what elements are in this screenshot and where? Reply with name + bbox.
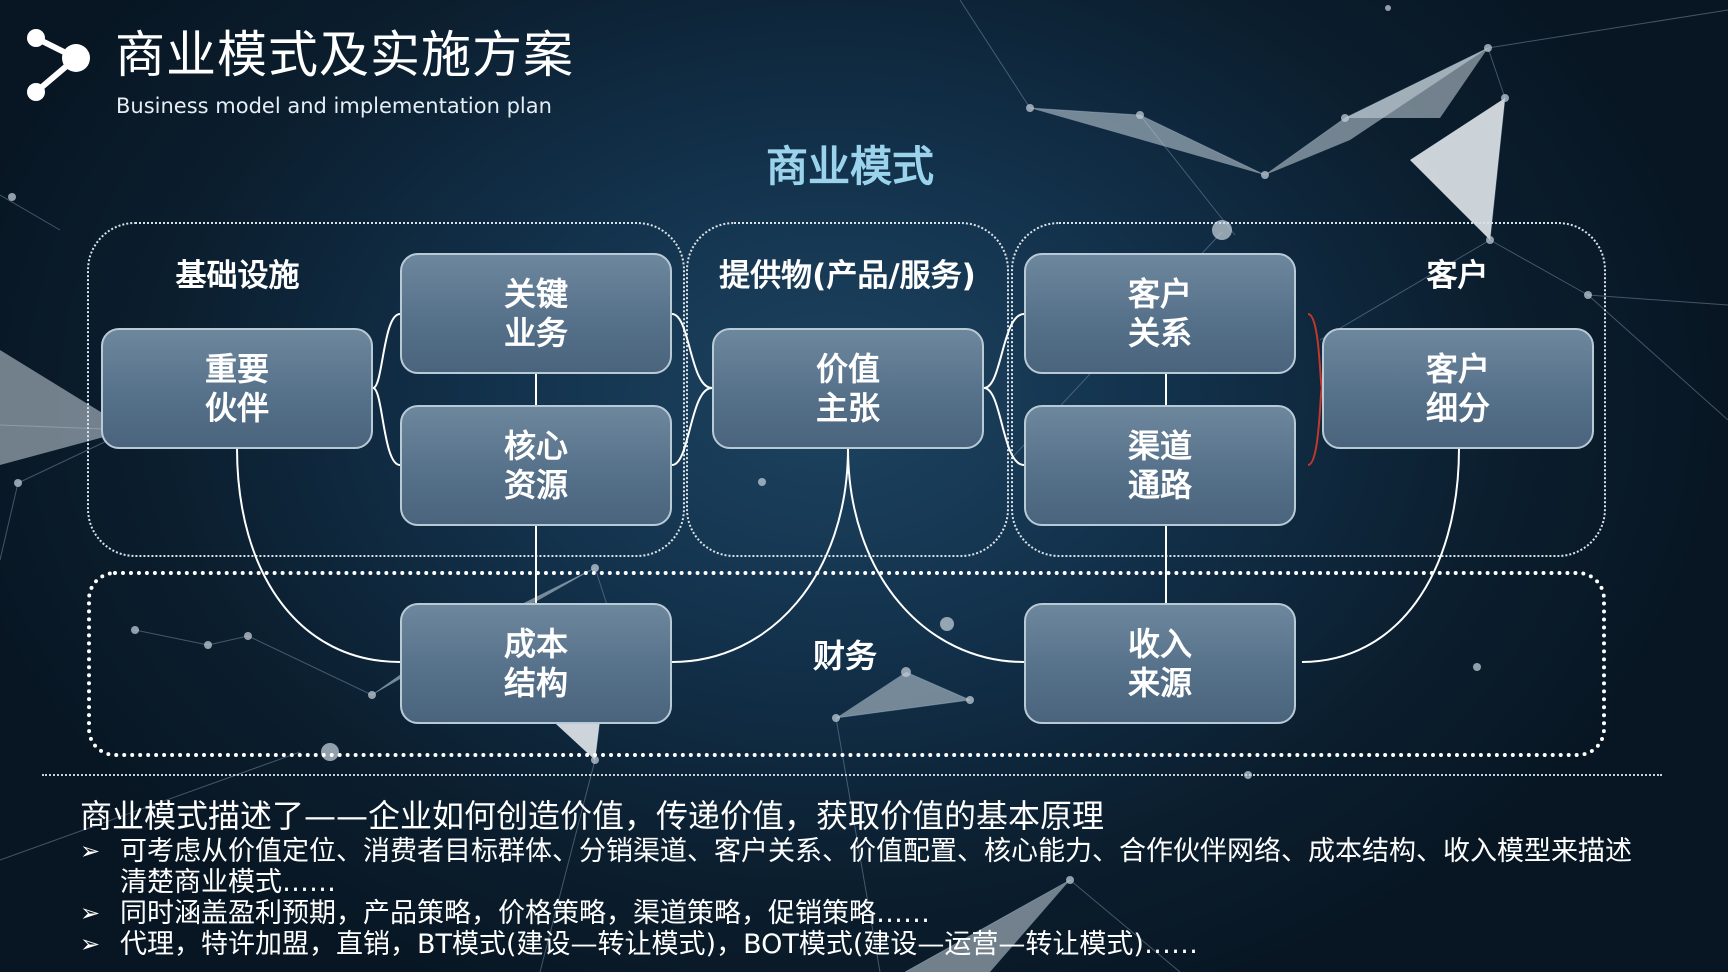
block-key-partners: 重要 伙伴 xyxy=(101,328,373,449)
list-item: ➢ 代理，特许加盟，直销，BT模式(建设—转让模式)，BOT模式(建设—运营—转… xyxy=(80,929,1640,960)
block-cost-structure: 成本 结构 xyxy=(400,603,672,724)
block-customer-segments: 客户 细分 xyxy=(1322,328,1594,449)
offering-label: 提供物(产品/服务) xyxy=(719,258,976,294)
arrow-bullet-icon: ➢ xyxy=(80,930,101,958)
block-key-activities: 关键 业务 xyxy=(400,253,672,374)
block-key-resources: 核心 资源 xyxy=(400,405,672,526)
arrow-bullet-icon: ➢ xyxy=(80,837,101,865)
finance-label: 财务 xyxy=(812,637,877,675)
block-value-proposition: 价值 主张 xyxy=(712,328,984,449)
diagram-title: 商业模式 xyxy=(765,142,934,191)
summary-text: 商业模式描述了——企业如何创造价值，传递价值，获取价值的基本原理 xyxy=(80,797,1105,835)
section-divider xyxy=(42,774,1662,776)
block-customer-relationships: 客户 关系 xyxy=(1024,253,1296,374)
block-revenue-streams: 收入 来源 xyxy=(1024,603,1296,724)
page-title: 商业模式及实施方案 xyxy=(115,26,574,84)
bullet-list: ➢ 可考虑从价值定位、消费者目标群体、分销渠道、客户关系、价值配置、核心能力、合… xyxy=(80,836,1640,960)
bullet-text: 代理，特许加盟，直销，BT模式(建设—转让模式)，BOT模式(建设—运营—转让模… xyxy=(120,929,1198,960)
page-subtitle: Business model and implementation plan xyxy=(116,94,552,118)
list-item: ➢ 可考虑从价值定位、消费者目标群体、分销渠道、客户关系、价值配置、核心能力、合… xyxy=(80,836,1640,898)
arrow-bullet-icon: ➢ xyxy=(80,899,101,927)
block-channels: 渠道 通路 xyxy=(1024,405,1296,526)
bullet-text: 可考虑从价值定位、消费者目标群体、分销渠道、客户关系、价值配置、核心能力、合作伙… xyxy=(120,836,1632,898)
bullet-text: 同时涵盖盈利预期，产品策略，价格策略，渠道策略，促销策略…… xyxy=(120,898,930,929)
customer-label: 客户 xyxy=(1426,258,1489,294)
share-network-icon xyxy=(27,29,90,101)
infrastructure-label: 基础设施 xyxy=(175,258,300,294)
list-item: ➢ 同时涵盖盈利预期，产品策略，价格策略，渠道策略，促销策略…… xyxy=(80,898,1640,929)
